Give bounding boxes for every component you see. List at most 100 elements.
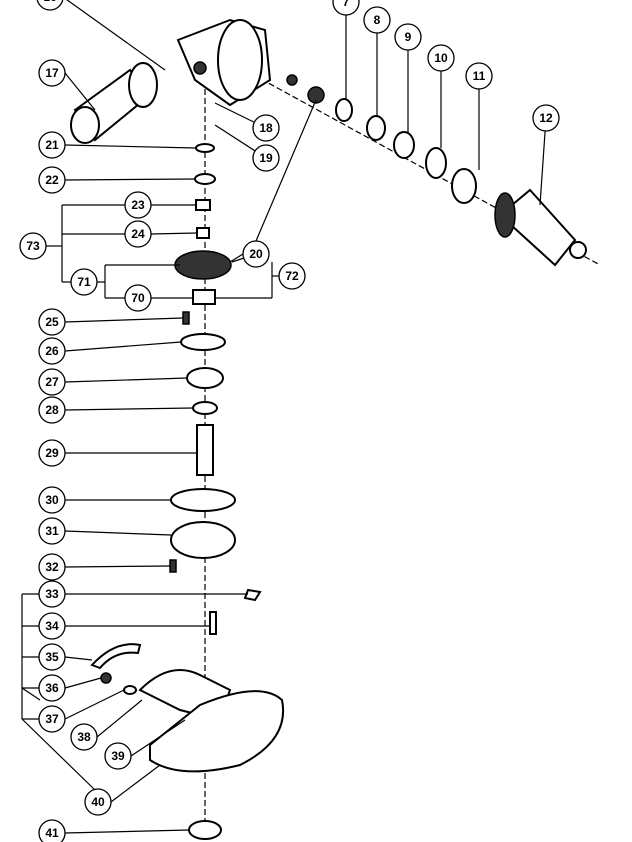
- callout-number: 27: [45, 375, 59, 389]
- leader-line: [64, 677, 102, 689]
- callout-8: 8: [363, 6, 391, 34]
- callout-37: 37: [38, 705, 66, 733]
- callout-circle: [38, 59, 66, 87]
- leader-line: [64, 407, 194, 411]
- callout-circle: [36, 0, 64, 11]
- callout-circle: [38, 131, 66, 159]
- part-28: [192, 401, 218, 415]
- part-7: [335, 98, 353, 122]
- part-25: [182, 311, 190, 325]
- callout-circle: [465, 62, 493, 90]
- callout-number: 16: [43, 0, 57, 4]
- callout-circle: [38, 517, 66, 545]
- callout-23: 23: [124, 191, 152, 219]
- callout-number: 11: [473, 69, 486, 83]
- callout-21: 21: [38, 131, 66, 159]
- callout-25: 25: [38, 308, 66, 336]
- part-37: [123, 685, 137, 695]
- part-23: [195, 199, 211, 211]
- part-30: [170, 488, 236, 512]
- callout-18: 18: [252, 114, 280, 142]
- callout-circle: [252, 114, 280, 142]
- callout-38: 38: [70, 723, 98, 751]
- callout-number: 8: [374, 13, 381, 27]
- callout-circle: [38, 674, 66, 702]
- callout-number: 30: [45, 493, 59, 507]
- callout-30: 30: [38, 486, 66, 514]
- callout-number: 20: [249, 247, 263, 261]
- callout-circle: [84, 788, 112, 816]
- callout-39: 39: [104, 742, 132, 770]
- side-handle: [70, 62, 158, 144]
- callout-circle: [363, 6, 391, 34]
- callout-circle: [70, 723, 98, 751]
- part-34: [209, 611, 217, 635]
- part-bevel-gear: [174, 250, 232, 280]
- part-36: [100, 672, 112, 684]
- callout-12: 12: [532, 104, 560, 132]
- callout-11: 11: [465, 62, 493, 90]
- callout-number: 34: [45, 619, 59, 633]
- leader-line: [64, 829, 190, 834]
- part-70: [192, 289, 216, 305]
- part-31: [170, 521, 236, 559]
- callout-circle: [532, 104, 560, 132]
- part-40-wheel-guard: [149, 690, 285, 773]
- leader-line: [66, 0, 166, 71]
- callout-27: 27: [38, 368, 66, 396]
- callout-35: 35: [38, 643, 66, 671]
- callout-circle: [124, 220, 152, 248]
- leader-line: [21, 687, 41, 701]
- gear-housing: [176, 18, 272, 107]
- callout-41: 41: [38, 819, 66, 842]
- callout-circle: [242, 240, 270, 268]
- callout-circle: [19, 232, 47, 260]
- callout-34: 34: [38, 612, 66, 640]
- callout-number: 35: [45, 650, 59, 664]
- callout-number: 18: [259, 121, 273, 135]
- part-27: [186, 367, 224, 389]
- callout-29: 29: [38, 439, 66, 467]
- part-21: [195, 143, 215, 153]
- leader-line: [64, 341, 182, 352]
- part-8: [366, 115, 386, 141]
- callout-19: 19: [252, 144, 280, 172]
- callout-circle: [38, 368, 66, 396]
- callout-number: 25: [45, 315, 59, 329]
- callout-circle: [38, 166, 66, 194]
- callout-16: 16: [36, 0, 64, 11]
- callout-circle: [38, 580, 66, 608]
- callout-number: 40: [91, 795, 105, 809]
- callout-9: 9: [394, 23, 422, 51]
- callout-circle: [332, 0, 360, 16]
- callout-17: 17: [38, 59, 66, 87]
- callout-number: 9: [405, 30, 412, 44]
- part-10: [425, 147, 447, 179]
- leader-line: [110, 764, 161, 803]
- callout-31: 31: [38, 517, 66, 545]
- callout-number: 39: [111, 749, 125, 763]
- leader-line: [229, 253, 244, 263]
- callout-28: 28: [38, 396, 66, 424]
- callout-number: 32: [45, 560, 59, 574]
- callout-number: 10: [434, 51, 448, 65]
- part-pinion: [307, 86, 325, 104]
- callout-number: 33: [45, 587, 59, 601]
- callout-number: 70: [131, 291, 145, 305]
- callout-number: 29: [45, 446, 59, 460]
- callout-circle: [38, 705, 66, 733]
- callout-number: 7: [343, 0, 350, 9]
- leader-line: [539, 117, 547, 206]
- leader-line: [21, 718, 96, 791]
- leader-line: [96, 699, 143, 738]
- callout-number: 38: [77, 730, 91, 744]
- leader-line: [64, 72, 96, 111]
- callout-circle: [38, 612, 66, 640]
- callout-number: 23: [131, 198, 145, 212]
- part-nut: [286, 74, 298, 86]
- part-29: [196, 424, 214, 476]
- callout-circle: [124, 191, 152, 219]
- callout-circle: [38, 308, 66, 336]
